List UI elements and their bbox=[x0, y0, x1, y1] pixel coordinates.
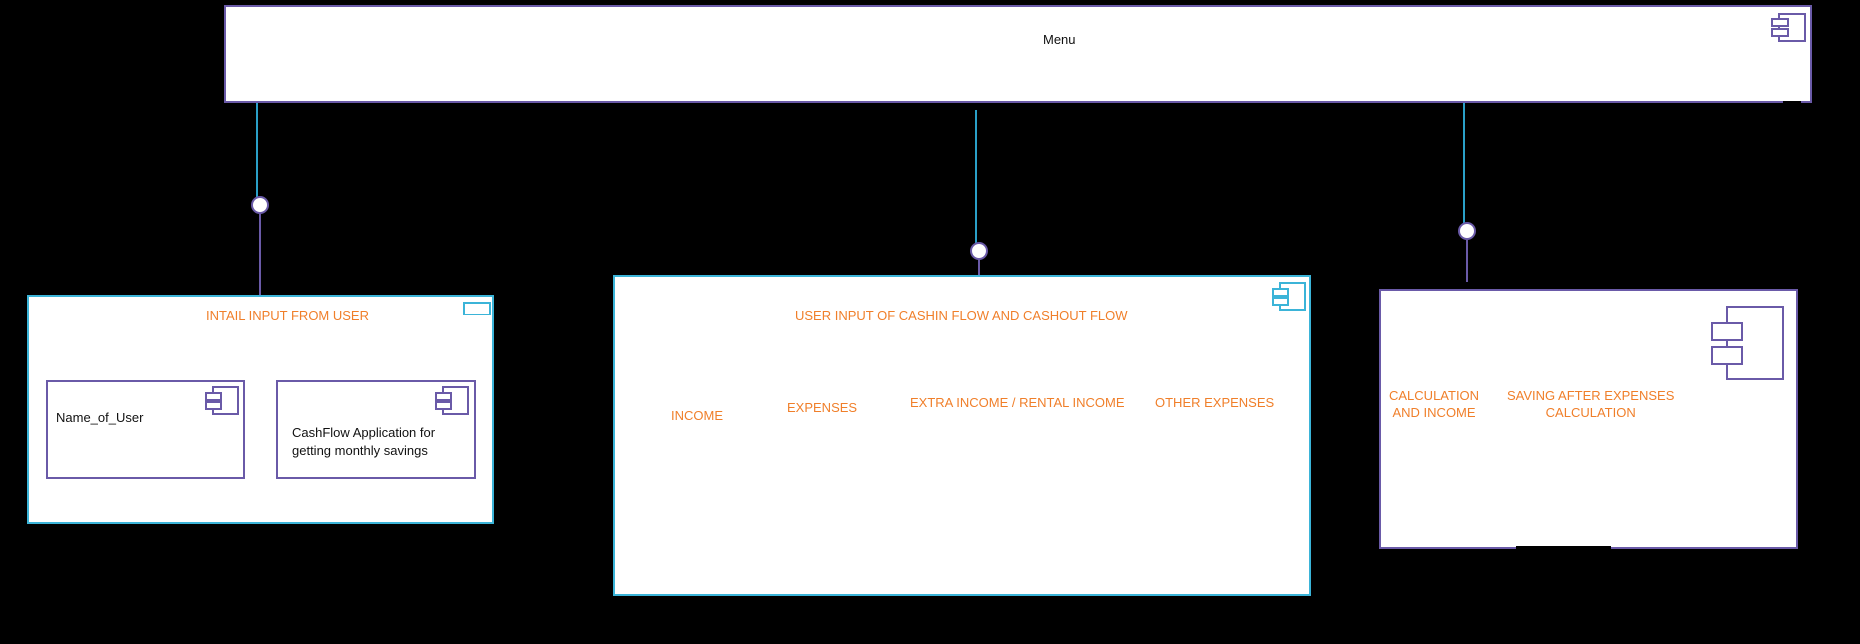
component-icon bbox=[1272, 282, 1306, 311]
menu-title: Menu bbox=[1043, 32, 1076, 47]
calculation-income-label: CALCULATION AND INCOME bbox=[1389, 387, 1479, 421]
expenses-label: EXPENSES bbox=[787, 400, 858, 415]
component-icon bbox=[435, 386, 469, 415]
name-of-user-label: Name_of_User bbox=[56, 410, 144, 425]
extra-income-label: EXTRA INCOME / RENTAL INCOME bbox=[910, 395, 1125, 410]
saving-after-expenses-label: SAVING AFTER EXPENSES CALCULATION bbox=[1507, 387, 1674, 421]
cashflow-application-component[interactable]: CashFlow Application for getting monthly… bbox=[276, 380, 476, 479]
saving-after-expenses-line2: CALCULATION bbox=[1545, 405, 1636, 420]
interface-lollipop-right bbox=[1458, 222, 1476, 240]
income-label: INCOME bbox=[671, 408, 723, 423]
cashflow-input-panel[interactable]: USER INPUT OF CASHIN FLOW AND CASHOUT FL… bbox=[613, 275, 1311, 596]
interface-lollipop-left bbox=[251, 196, 269, 214]
component-icon bbox=[205, 386, 239, 415]
cashflow-input-title: USER INPUT OF CASHIN FLOW AND CASHOUT FL… bbox=[795, 308, 1128, 323]
component-icon bbox=[1711, 306, 1784, 380]
cashflow-app-label-line2: getting monthly savings bbox=[292, 443, 428, 458]
cashflow-app-label-line1: CashFlow Application for bbox=[292, 425, 436, 440]
left-panel-notch bbox=[494, 305, 504, 339]
menu-edge-gap bbox=[1783, 101, 1801, 105]
menu-component[interactable]: Menu bbox=[224, 5, 1812, 103]
calculation-panel[interactable]: CALCULATION AND INCOME SAVING AFTER EXPE… bbox=[1379, 289, 1798, 549]
right-panel-edge-gap bbox=[1516, 546, 1611, 551]
other-expenses-label: OTHER EXPENSES bbox=[1155, 395, 1275, 410]
interface-lollipop-middle bbox=[970, 242, 988, 260]
name-of-user-component[interactable]: Name_of_User bbox=[46, 380, 245, 479]
saving-after-expenses-line1: SAVING AFTER EXPENSES bbox=[1507, 388, 1675, 403]
calculation-income-line1: CALCULATION bbox=[1389, 388, 1480, 403]
connector-middle bbox=[970, 110, 988, 275]
connector-left bbox=[251, 103, 269, 295]
initial-input-title: INTAIL INPUT FROM USER bbox=[206, 308, 369, 323]
calculation-income-line2: AND INCOME bbox=[1392, 405, 1476, 420]
connector-right bbox=[1458, 103, 1476, 282]
component-icon bbox=[1771, 13, 1806, 42]
component-icon bbox=[463, 302, 491, 315]
